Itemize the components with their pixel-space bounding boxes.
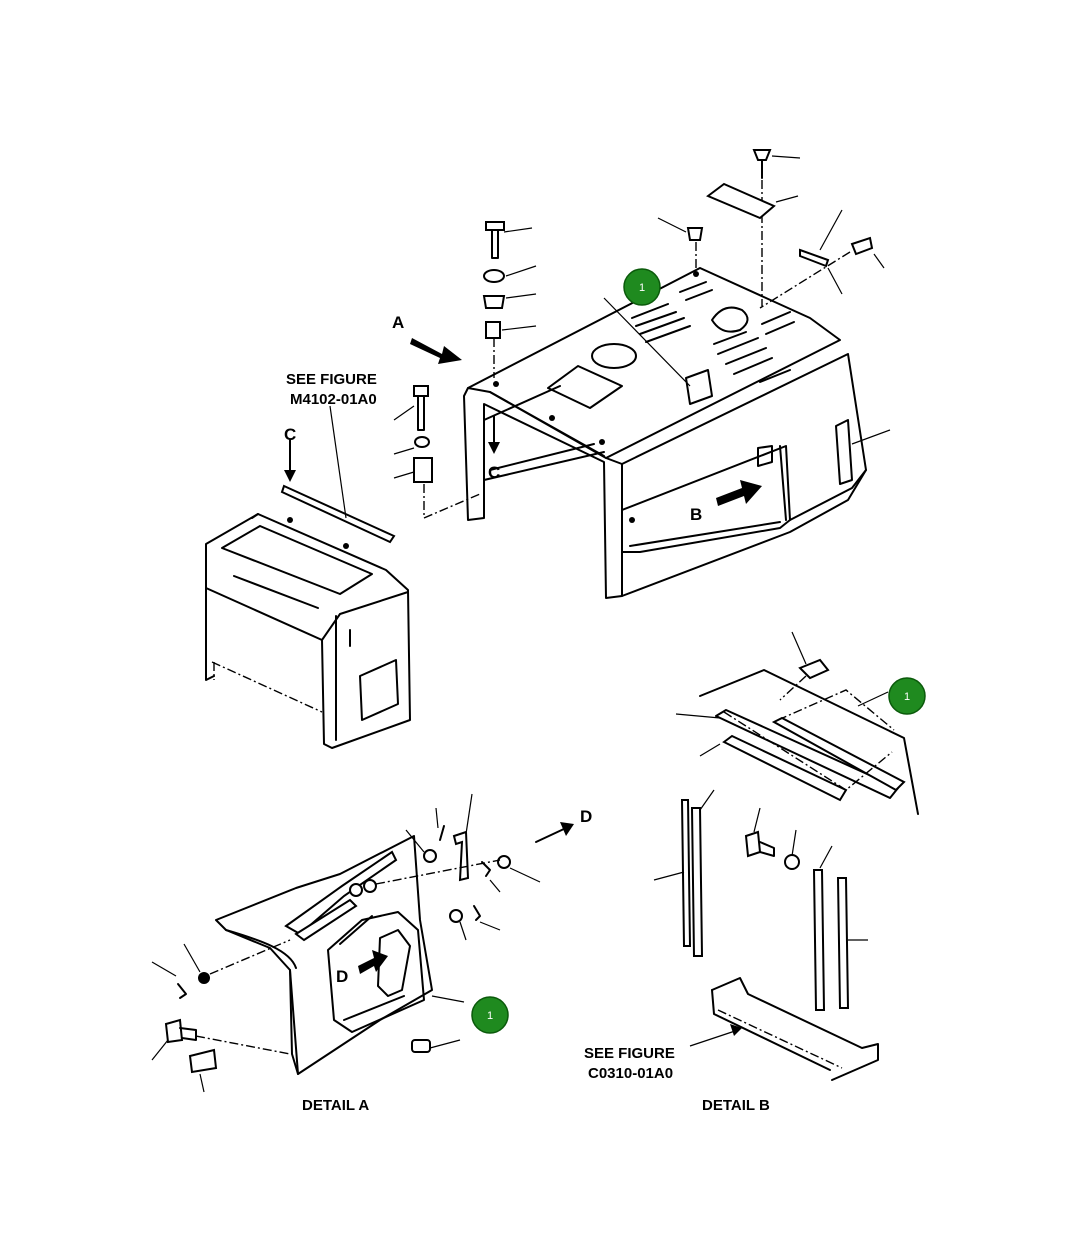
arrow-b-label: B [690, 505, 702, 524]
arrow-a-label: A [392, 313, 404, 332]
detail-a-drawing [151, 793, 574, 1093]
arrow-c-left-label: C [284, 425, 296, 444]
hood-louvres [631, 281, 795, 405]
arrow-a-glyph [410, 338, 462, 364]
detail-b-drawing [653, 631, 919, 1081]
arrow-c-right-label: C [488, 463, 500, 482]
arrow-d-detail-label: D [336, 967, 348, 986]
see-figure-top-line2: M4102-01A0 [290, 391, 377, 408]
bolt-stack-left [393, 385, 481, 520]
detail-a-title: DETAIL A [302, 1097, 369, 1114]
see-figure-bottom-line2: C0310-01A0 [588, 1065, 673, 1082]
hood-assembly [463, 267, 891, 599]
see-figure-bottom-line1: SEE FIGURE [584, 1045, 675, 1062]
see-figure-top-line1: SEE FIGURE [286, 371, 377, 388]
arrow-b-glyph [716, 480, 762, 506]
callout-1-detail-a[interactable]: 1 [471, 996, 509, 1034]
cover-plate-hardware [657, 149, 885, 309]
mount-hardware-stack [482, 221, 537, 378]
callout-1-detail-b[interactable]: 1 [888, 677, 926, 715]
callout-1-hood[interactable]: 1 [623, 268, 661, 306]
battery-box-cover [205, 405, 411, 749]
detail-b-title: DETAIL B [702, 1097, 770, 1114]
arrow-d-upper-label: D [580, 807, 592, 826]
